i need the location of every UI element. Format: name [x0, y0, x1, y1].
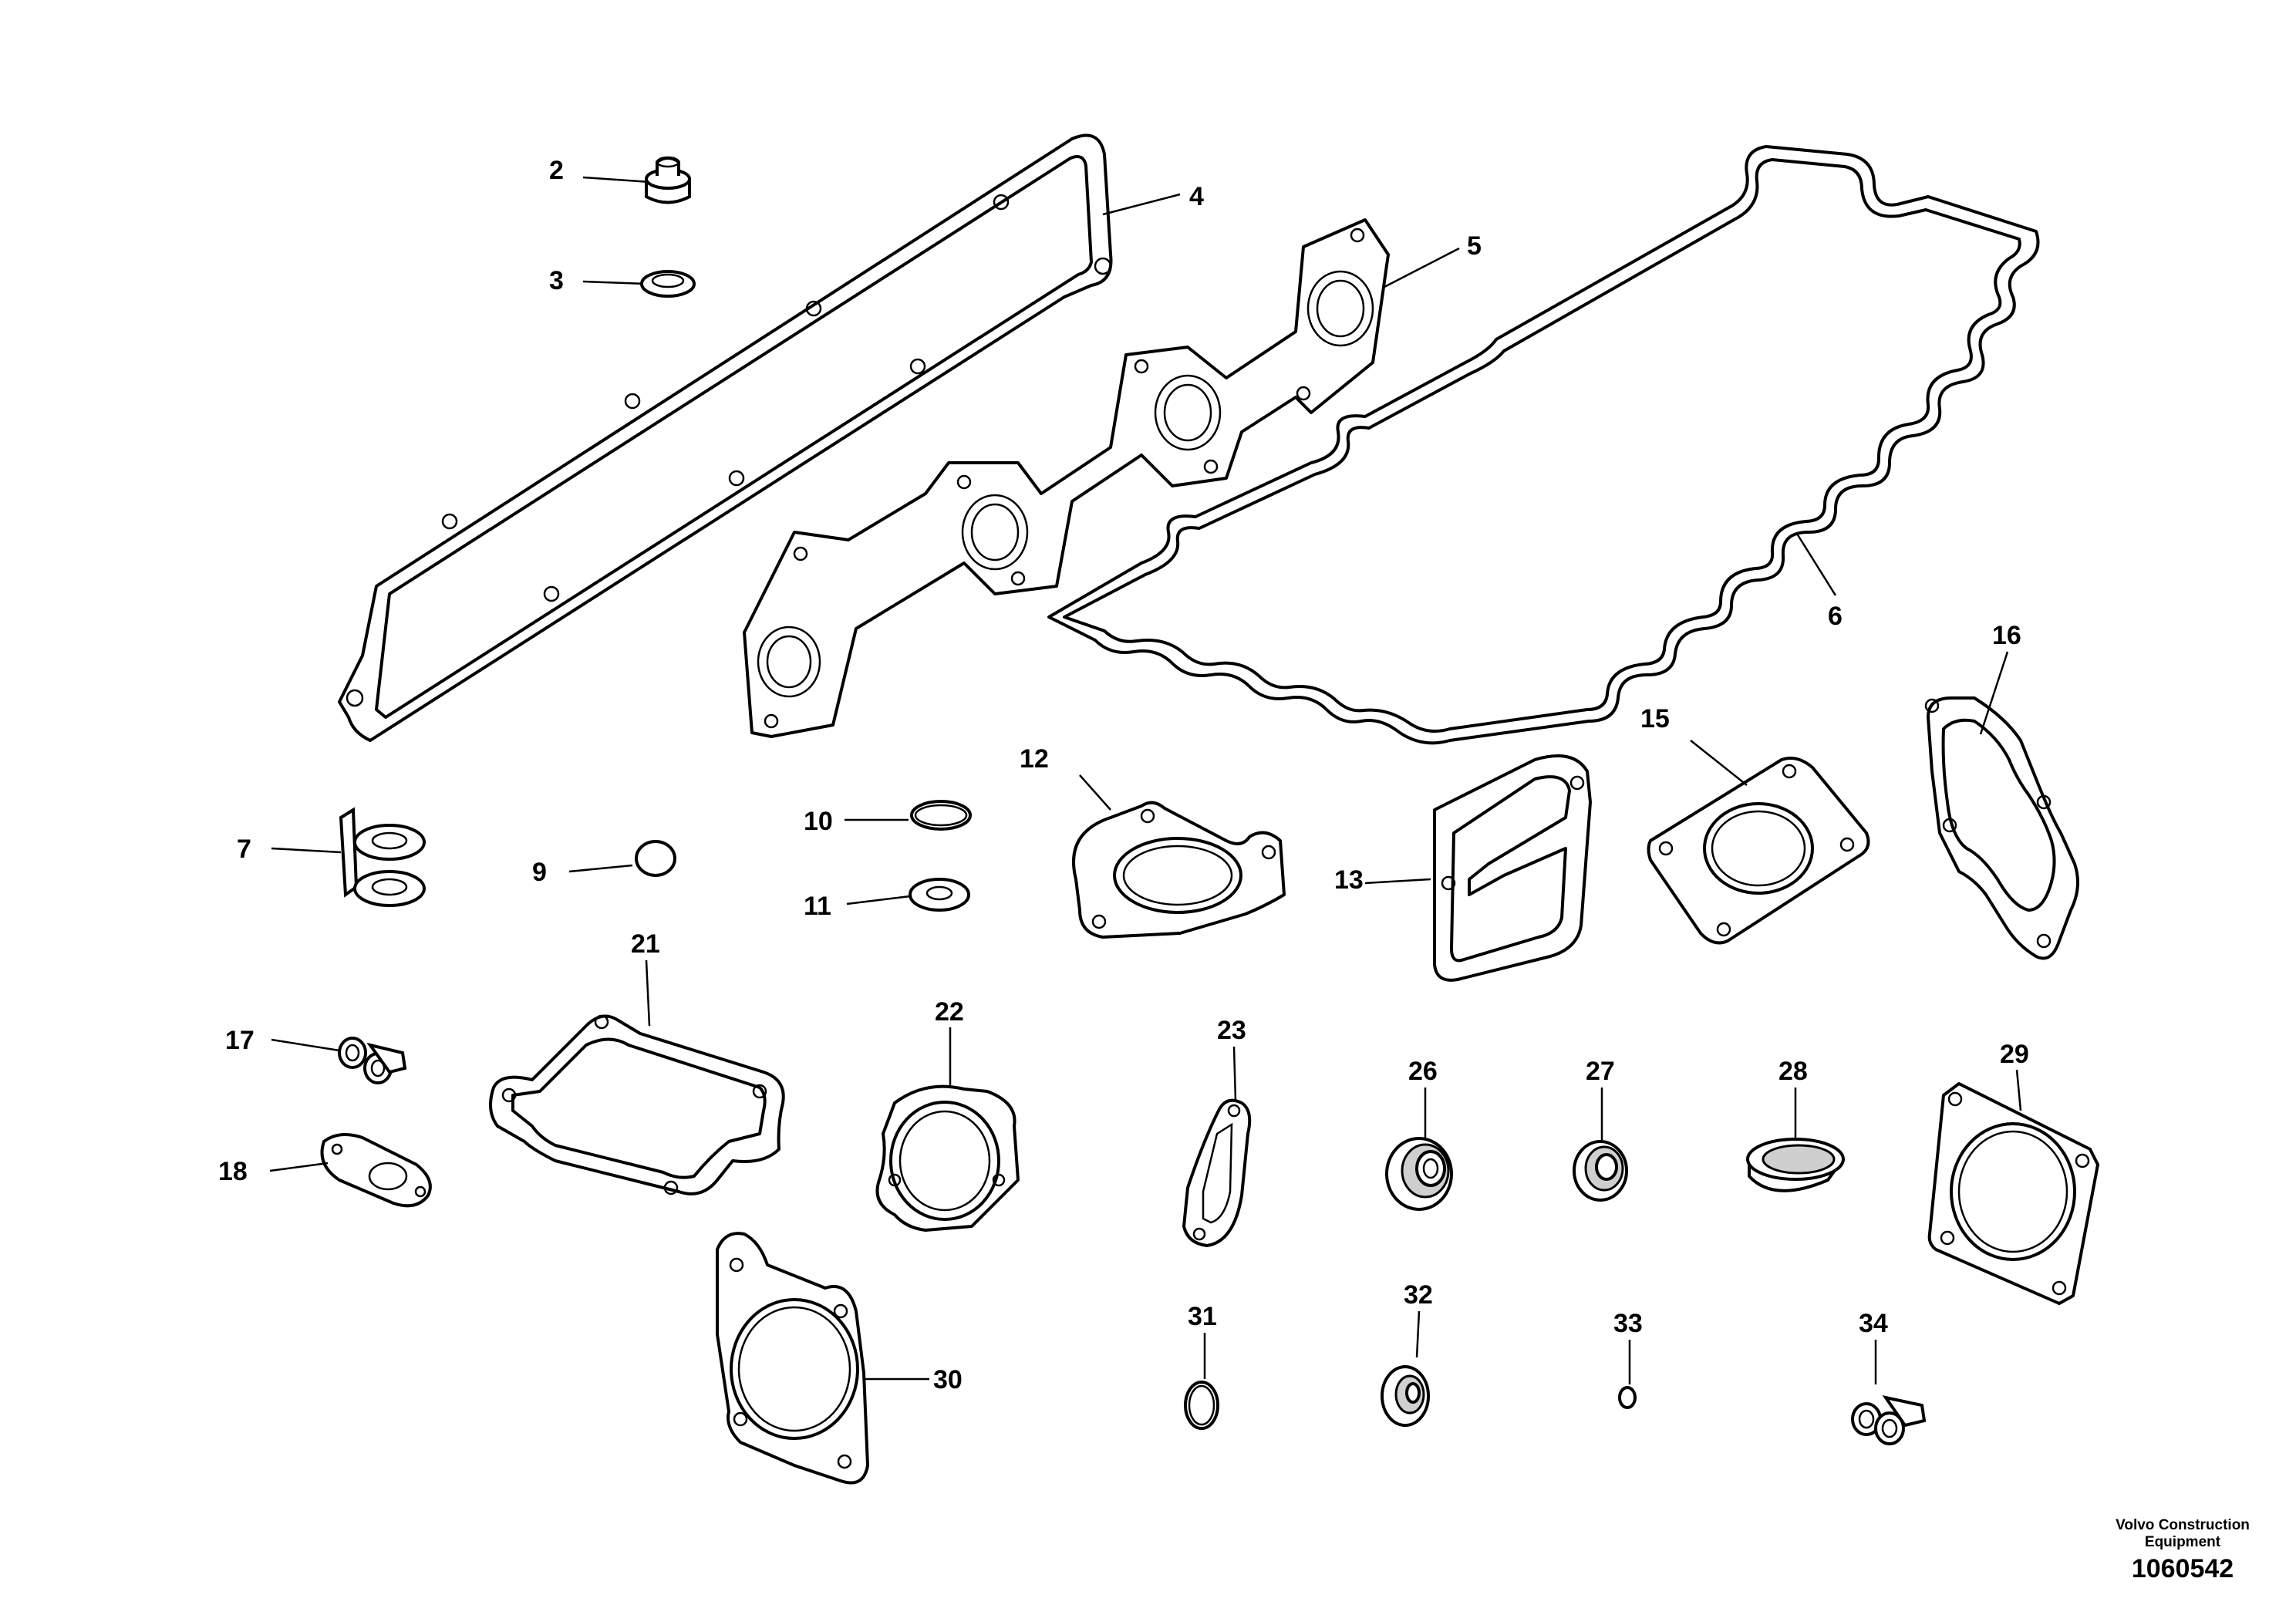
label-31: 31: [1188, 1302, 1217, 1331]
part-4-long-gasket: [338, 133, 1181, 742]
part-6-valve-cover-gasket: [1047, 145, 2040, 745]
part-34-double-seal: [1851, 1340, 1927, 1445]
label-30: 30: [933, 1365, 963, 1394]
part-3-washer: [582, 270, 696, 298]
label-26: 26: [1408, 1057, 1438, 1086]
part-9-o-ring: [568, 840, 676, 877]
part-27-radial-seal: [1573, 1088, 1628, 1202]
credit-line-2: Equipment: [2145, 1534, 2221, 1550]
label-34: 34: [1859, 1309, 1888, 1338]
part-18-small-gasket: [269, 1133, 432, 1208]
label-27: 27: [1586, 1057, 1615, 1086]
part-10-o-ring: [845, 800, 972, 831]
label-12: 12: [1020, 744, 1049, 774]
label-17: 17: [225, 1026, 255, 1055]
part-28-cap-seal: [1746, 1088, 1845, 1192]
label-15: 15: [1640, 704, 1670, 733]
label-21: 21: [631, 929, 660, 959]
part-13-square-gasket: [1364, 754, 1592, 982]
label-23: 23: [1217, 1016, 1246, 1045]
label-16: 16: [1992, 621, 2021, 650]
label-13: 13: [1334, 865, 1364, 895]
label-7: 7: [237, 835, 251, 864]
part-5-manifold-gasket: [743, 218, 1460, 738]
part-12-flange-gasket: [1072, 774, 1286, 939]
part-16-gasket: [1924, 651, 2079, 960]
label-10: 10: [804, 807, 833, 836]
label-28: 28: [1778, 1057, 1808, 1086]
credit-line-1: Volvo Construction: [2116, 1517, 2250, 1533]
part-17-double-seal: [271, 1037, 407, 1084]
part-26-radial-seal: [1385, 1088, 1453, 1211]
part-21-rect-gasket: [489, 959, 785, 1195]
part-30-round-gasket: [716, 1232, 929, 1485]
part-22-round-gasket: [875, 1027, 1020, 1232]
label-18: 18: [218, 1157, 248, 1186]
document-number: 1060542: [2132, 1554, 2234, 1583]
label-5: 5: [1467, 231, 1482, 261]
label-11: 11: [804, 892, 831, 921]
part-2-seal-cap: [582, 156, 691, 204]
label-3: 3: [549, 266, 564, 295]
part-32-washer-seal: [1381, 1310, 1430, 1427]
label-9: 9: [532, 858, 547, 887]
part-29-square-gasket: [1927, 1069, 2099, 1305]
label-22: 22: [935, 997, 964, 1027]
part-7-double-seal: [271, 807, 426, 907]
label-29: 29: [2000, 1040, 2029, 1069]
part-11-washer: [846, 878, 970, 912]
label-2: 2: [549, 156, 564, 185]
label-33: 33: [1613, 1309, 1643, 1338]
part-33-tiny-o-ring: [1618, 1340, 1637, 1409]
part-15-flange-gasket: [1647, 740, 1870, 945]
part-31-o-ring: [1184, 1333, 1219, 1430]
label-6: 6: [1828, 602, 1843, 631]
part-23-small-gasket: [1182, 1046, 1252, 1247]
label-32: 32: [1404, 1280, 1433, 1310]
label-4: 4: [1189, 182, 1204, 211]
